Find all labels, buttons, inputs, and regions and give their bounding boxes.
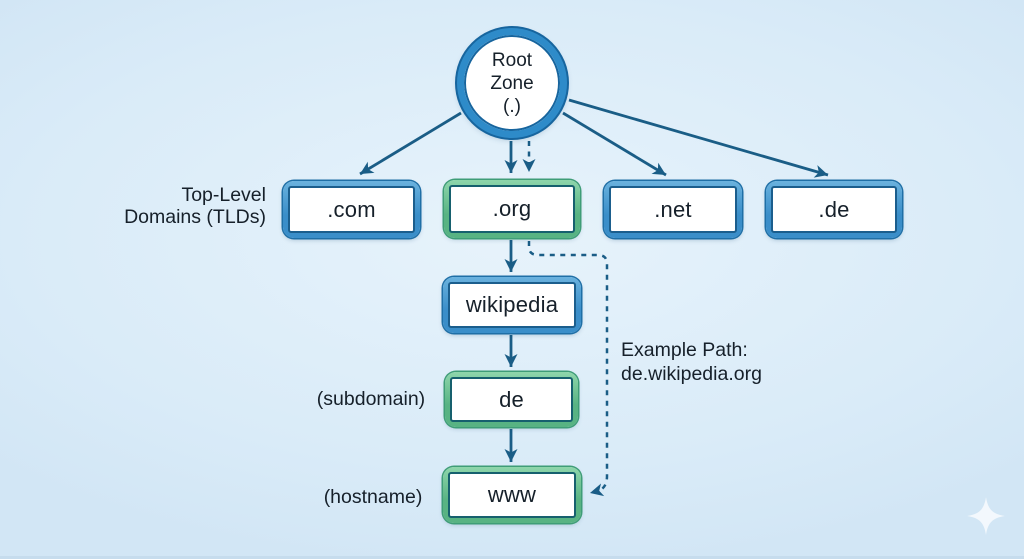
sparkle-icon — [967, 497, 1005, 535]
example-path-line1: Example Path: — [621, 339, 748, 361]
root-zone-label-line2: Zone — [490, 72, 534, 94]
hostname-node-www: www — [443, 467, 581, 523]
bottom-edge-strip — [0, 556, 1024, 559]
subdomain-node-de-label: de — [499, 386, 524, 412]
tld-row-label-line1: Top-Level — [181, 184, 266, 206]
root-zone-label-line1: Root — [491, 49, 533, 71]
tld-node-net-label: .net — [654, 196, 692, 222]
arrow-root-to-com — [359, 111, 462, 176]
tld-node-de: .de — [766, 181, 902, 238]
dashed-example-path-arrow — [527, 241, 609, 497]
hostname-row-label: (hostname) — [323, 486, 423, 508]
arrow-root-to-net — [562, 111, 667, 177]
tld-node-de-label: .de — [818, 196, 850, 222]
domain-node-wikipedia: wikipedia — [443, 277, 581, 333]
arrow-root-to-de-tld — [568, 98, 829, 178]
tld-node-org: .org — [444, 180, 580, 238]
root-zone-label-line3: (.) — [503, 95, 521, 117]
tld-node-org-label: .org — [492, 196, 532, 221]
tld-node-com-label: .com — [327, 196, 376, 222]
tld-node-com: .com — [283, 181, 420, 238]
example-path-line2: de.wikipedia.org — [621, 362, 762, 385]
domain-node-wikipedia-label: wikipedia — [465, 292, 559, 317]
tld-node-net: .net — [604, 181, 742, 238]
tld-row-label: Top-Level Domains (TLDs) — [78, 184, 266, 228]
subdomain-node-de: de — [445, 372, 578, 427]
subdomain-row-label: (subdomain) — [316, 388, 426, 410]
hostname-node-www-label: www — [487, 482, 537, 507]
root-zone-node: Root Zone (.) — [457, 28, 567, 138]
tld-row-label-line2: Domains (TLDs) — [124, 206, 266, 228]
example-path-annotation: Example Path: de.wikipedia.org — [621, 339, 762, 386]
